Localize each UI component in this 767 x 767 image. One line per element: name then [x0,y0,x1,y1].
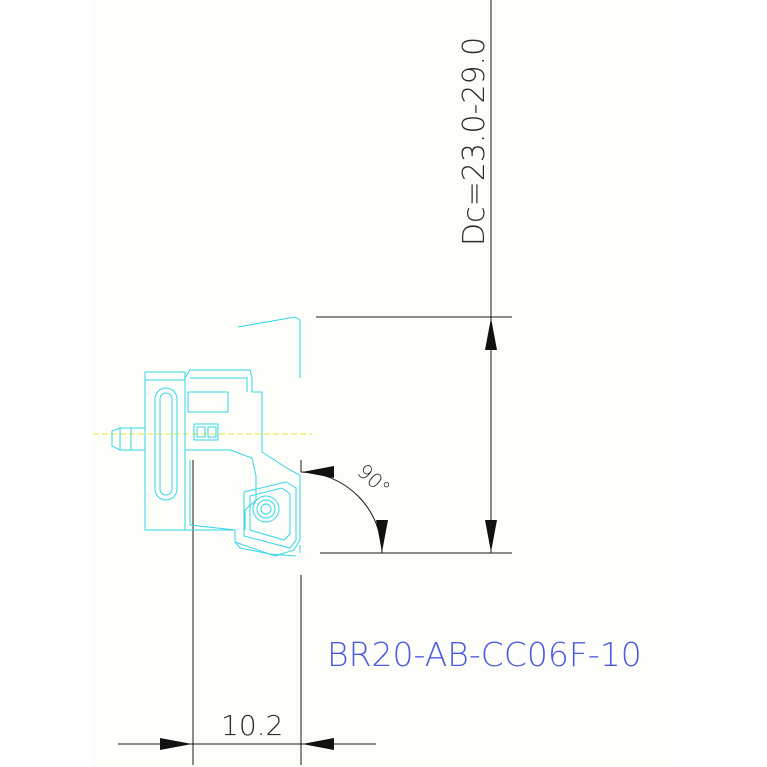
part-number: BR20-AB-CC06F-10 [327,635,642,674]
cutting-insert [243,481,297,549]
tool-slot [154,387,178,501]
insert-screw [252,495,280,523]
arrow-width-left [160,738,192,750]
diameter-label: Dc=23.0-29.0 [457,37,492,246]
arrow-angle-top [302,466,334,478]
tool-outline [111,316,301,557]
tool-head-outline [184,369,301,557]
drawing-sheet [93,0,673,767]
tool-screw-head [193,423,219,441]
tool-shank [111,427,145,451]
angle-label: 90° [353,459,395,501]
arrow-diameter-bottom [485,520,497,552]
width-label: 10.2 [221,709,283,742]
tool-top-edge [237,316,301,378]
arrowheads [160,318,497,750]
arrow-diameter-top [485,318,497,350]
arrow-angle-bottom [376,520,388,552]
tool-screw-pocket [187,391,229,413]
arrow-width-right [302,738,334,750]
